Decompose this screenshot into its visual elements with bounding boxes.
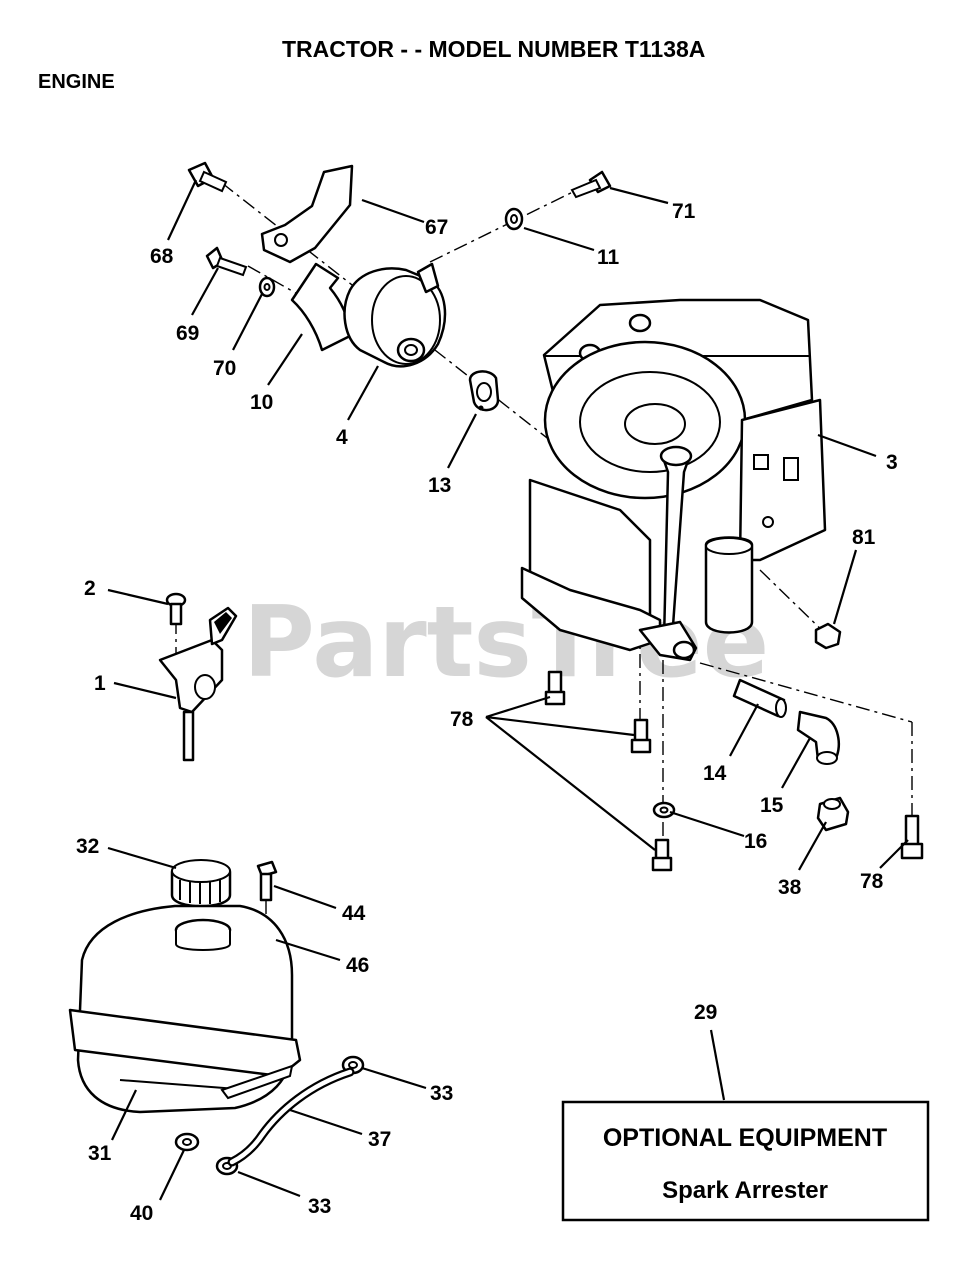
- nut-81: [814, 622, 842, 650]
- muffler-4: [343, 262, 447, 368]
- nipple-14: [732, 678, 787, 718]
- callout-10: 10: [250, 391, 273, 414]
- callout-68: 68: [150, 245, 174, 268]
- callout-46: 46: [346, 954, 369, 977]
- callout-15: 15: [760, 794, 784, 817]
- page-title: TRACTOR - - MODEL NUMBER T1138A: [282, 36, 705, 62]
- bracket-67: [260, 164, 354, 264]
- optional-equipment-title: OPTIONAL EQUIPMENT: [603, 1124, 887, 1152]
- screw-44: [256, 860, 278, 902]
- callout-38: 38: [778, 876, 802, 899]
- callout-33-b: 33: [308, 1195, 331, 1218]
- bolt-71: [570, 170, 612, 199]
- muffler-shield-10: [290, 262, 352, 352]
- section-title: ENGINE: [38, 71, 115, 93]
- leader-lines: [107, 179, 909, 1201]
- callout-16: 16: [744, 830, 767, 853]
- elbow-15: [796, 710, 840, 765]
- throttle-control-1: [158, 606, 238, 762]
- bolt-78-d: [900, 814, 924, 860]
- callout-81: 81: [852, 526, 876, 549]
- washer-70: [258, 276, 276, 298]
- callout-70: 70: [213, 357, 236, 380]
- fuel-cap-32: [170, 859, 232, 908]
- callout-2: 2: [84, 577, 96, 600]
- callout-31: 31: [88, 1142, 112, 1165]
- bolt-78-b: [630, 718, 652, 754]
- lockwasher-11: [504, 207, 524, 231]
- callout-69: 69: [176, 322, 199, 345]
- callout-3: 3: [886, 451, 898, 474]
- fuel-tank-31: [68, 904, 302, 1114]
- callout-67: 67: [425, 216, 448, 239]
- callout-1: 1: [94, 672, 106, 695]
- callout-71: 71: [672, 200, 696, 223]
- callout-37: 37: [368, 1128, 391, 1151]
- callout-78-a: 78: [450, 708, 474, 731]
- callout-40: 40: [130, 1202, 153, 1225]
- callout-14: 14: [703, 762, 727, 785]
- optional-equipment-subtitle: Spark Arrester: [662, 1177, 828, 1204]
- callout-29: 29: [694, 1001, 717, 1024]
- screw-2: [165, 592, 187, 626]
- callout-78-b: 78: [860, 870, 884, 893]
- bolt-68: [187, 161, 228, 193]
- callout-4: 4: [336, 426, 348, 449]
- callout-32: 32: [76, 835, 99, 858]
- engine-3: [520, 298, 827, 662]
- callout-labels: 68 67 71 11 69 70 10 4 13 3 81 2 1 78 14…: [76, 200, 898, 1225]
- gasket-13: [468, 370, 500, 412]
- callout-11: 11: [597, 246, 620, 269]
- bolt-69: [205, 246, 248, 277]
- callout-13: 13: [428, 474, 451, 497]
- washer-16: [652, 801, 676, 819]
- grommet-40: [174, 1132, 200, 1152]
- fuel-line-37: [227, 1067, 355, 1167]
- optional-equipment-box: OPTIONAL EQUIPMENT Spark Arrester: [561, 1100, 930, 1222]
- cap-38: [816, 796, 850, 832]
- bolt-78-a: [544, 670, 566, 706]
- callout-33-a: 33: [430, 1082, 453, 1105]
- callout-44: 44: [342, 902, 366, 925]
- bolt-78-c: [651, 838, 673, 872]
